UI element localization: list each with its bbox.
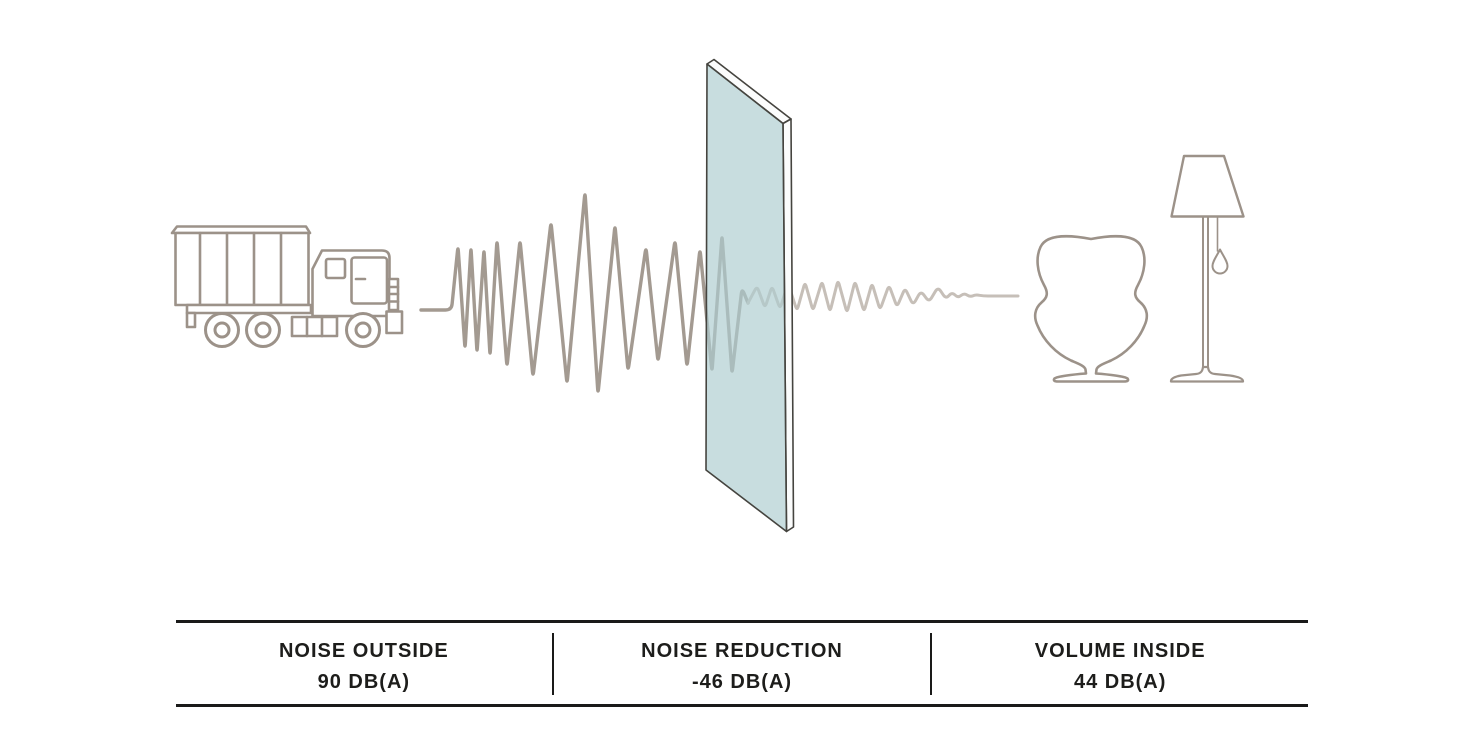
truck-icon	[170, 225, 404, 348]
spec-cell-volume-inside: VOLUME INSIDE 44 DB(A)	[932, 623, 1308, 704]
truck-wheel	[245, 312, 281, 348]
glass-front-face	[705, 63, 788, 533]
column-divider	[929, 632, 933, 695]
truck-chassis-rail	[185, 303, 313, 315]
lamp-shade	[1170, 154, 1245, 218]
truck-cab-window	[324, 257, 347, 280]
spec-cell-noise-reduction: NOISE REDUCTION -46 DB(A)	[554, 623, 930, 704]
egg-chair-outline	[1033, 235, 1149, 383]
loud-wave-path	[419, 193, 750, 393]
truck-wheel	[204, 312, 240, 348]
noise-reduction-label: NOISE REDUCTION	[641, 640, 843, 662]
glass-pane-icon	[705, 58, 795, 533]
truck-mudflap	[185, 311, 197, 329]
lamp-base	[1169, 365, 1245, 383]
truck-toolbox	[290, 315, 339, 338]
truck-wheels	[204, 312, 381, 348]
truck-toolbox-dividers	[305, 315, 324, 338]
lamp-cord-teardrop	[1211, 248, 1229, 275]
lamp-stem	[1202, 215, 1209, 368]
truck-grille-rungs	[387, 285, 400, 303]
noise-outside-value: 90 DB(A)	[317, 671, 411, 693]
column-divider	[551, 632, 555, 695]
noise-spec-table: NOISE OUTSIDE 90 DB(A) NOISE REDUCTION -…	[176, 620, 1308, 707]
truck-cargo-box	[174, 231, 310, 307]
noise-outside-label: NOISE OUTSIDE	[278, 640, 449, 662]
truck-wheel-hub	[213, 321, 231, 339]
floor-lamp-icon	[1169, 154, 1245, 383]
spec-cell-noise-outside: NOISE OUTSIDE 90 DB(A)	[176, 623, 552, 704]
loud-sound-wave-icon	[419, 193, 750, 393]
truck-wheel	[345, 312, 381, 348]
truck-cab-door	[350, 256, 389, 305]
volume-inside-value: 44 DB(A)	[1073, 671, 1167, 693]
egg-chair-icon	[1033, 235, 1149, 383]
truck-wheel-hub	[254, 321, 272, 339]
volume-inside-label: VOLUME INSIDE	[1034, 640, 1206, 662]
noise-reduction-value: -46 DB(A)	[691, 671, 793, 693]
truck-wheel-hub	[354, 321, 372, 339]
truck-front-bumper	[385, 310, 404, 335]
truck-cargo-slats	[198, 231, 283, 307]
